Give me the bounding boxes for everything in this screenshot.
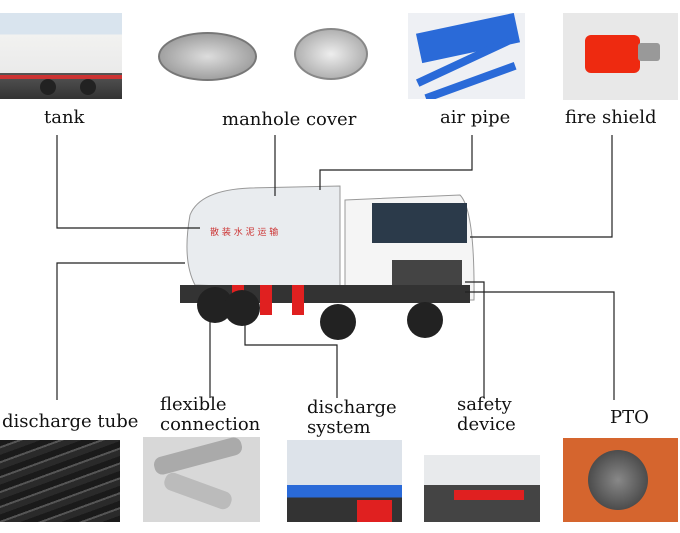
svg-text:散 装 水 泥 运 输: 散 装 水 泥 运 输	[210, 226, 278, 238]
safety-device-photo	[424, 455, 540, 522]
tank-photo	[0, 13, 122, 99]
label-device: device	[457, 414, 516, 435]
label-connection: connection	[160, 414, 261, 435]
discharge-tube-photo	[0, 440, 120, 522]
truck: 散 装 水 泥 运 输	[180, 185, 475, 340]
fire-shield-photo	[563, 13, 678, 100]
label-pto: PTO	[610, 407, 649, 428]
air-pipe-photo	[408, 13, 525, 99]
flexible-connection-photo	[143, 437, 260, 522]
leader-lines	[56, 135, 615, 400]
manhole-cover-photo-1	[150, 18, 260, 83]
label-flexible: flexible	[160, 394, 227, 415]
label-air-pipe: air pipe	[440, 107, 511, 128]
label-fire-shield: fire shield	[565, 107, 657, 128]
discharge-system-photo	[287, 440, 402, 522]
label-safety: safety	[457, 394, 512, 415]
label-discharge-tube: discharge tube	[2, 411, 139, 432]
label-tank: tank	[44, 107, 85, 128]
manhole-cover-photo-2	[290, 18, 370, 83]
label-system: system	[307, 417, 371, 438]
label-discharge: discharge	[307, 397, 397, 418]
pto-photo	[563, 438, 678, 522]
label-manhole-cover: manhole cover	[222, 109, 357, 130]
